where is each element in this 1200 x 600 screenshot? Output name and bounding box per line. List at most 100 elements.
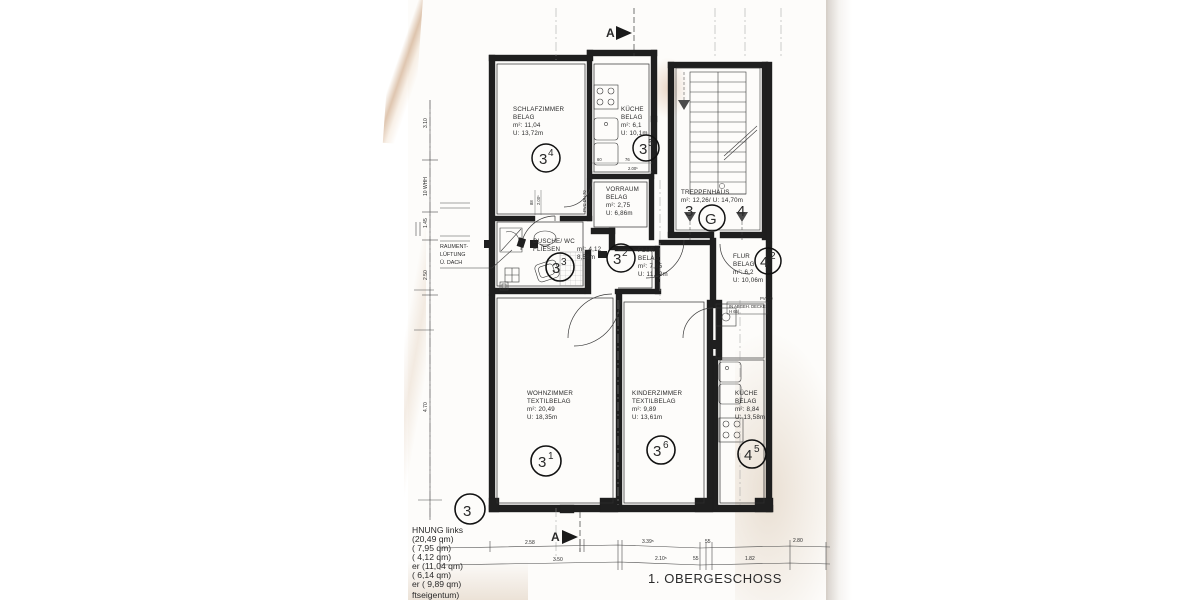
svg-text:1.45: 1.45 [423, 218, 429, 228]
svg-text:U: 13,72m: U: 13,72m [513, 130, 543, 137]
room-label-kinderzimmer: KINDERZIMMER TEXTILBELAG m²: 9,89 U: 13,… [632, 390, 683, 421]
svg-text:3: 3 [463, 503, 471, 520]
svg-text:m²: 11,04: m²: 11,04 [513, 122, 541, 129]
dimension-interior [534, 162, 652, 215]
svg-text:m²: 7,95: m²: 7,95 [638, 263, 663, 270]
svg-text:m²: 9,89: m²: 9,89 [632, 406, 657, 413]
svg-text:KÜCHE: KÜCHE [621, 106, 644, 113]
room-label-kueche-upper: KÜCHE BELAG m²: 6,1 U: 10,1m [621, 106, 648, 137]
svg-text:LÜFTUNG: LÜFTUNG [440, 251, 465, 258]
room-tag-3-4: 3 4 [531, 143, 561, 173]
svg-text:KINDERZIMMER: KINDERZIMMER [632, 390, 683, 397]
svg-text:BELAG: BELAG [735, 398, 757, 405]
svg-text:1: 1 [548, 451, 554, 462]
dimension-chain-left [414, 100, 470, 520]
stairwell-tag-g: G [698, 204, 726, 232]
svg-text:m²: 12,26/ U: 14,70m: m²: 12,26/ U: 14,70m [681, 197, 743, 204]
svg-text:4: 4 [760, 254, 768, 271]
svg-text:er ( 9,89 qm): er ( 9,89 qm) [412, 579, 461, 589]
svg-text:( 7,95 qm): ( 7,95 qm) [412, 543, 451, 553]
svg-text:SCHLAFZIMMER: SCHLAFZIMMER [513, 106, 565, 113]
note-pvc-riser: PVC DN 70 [582, 190, 587, 212]
svg-text:m²: 6,2: m²: 6,2 [733, 269, 754, 276]
svg-text:3: 3 [538, 454, 546, 471]
svg-text:TEXTILBELAG: TEXTILBELAG [632, 398, 676, 405]
svg-text:2.10⁵: 2.10⁵ [655, 556, 667, 562]
room-tag-4-2: 4 2 [754, 247, 782, 275]
svg-text:m²: 2,75: m²: 2,75 [606, 202, 631, 209]
svg-text:60: 60 [597, 157, 602, 162]
svg-text:2.50: 2.50 [423, 270, 429, 280]
svg-text:BELAG: BELAG [606, 194, 628, 201]
room-tag-3-6: 3 6 [646, 435, 676, 465]
svg-text:5: 5 [754, 444, 760, 455]
door-leaf-marks [484, 237, 717, 349]
svg-text:2.00⁵: 2.00⁵ [536, 195, 541, 205]
svg-text:U: 10,1m: U: 10,1m [621, 130, 648, 137]
room-label-flur-4-2: FLUR BELAG m²: 6,2 U: 10,06m [733, 253, 763, 284]
room-label-dusche-wc: DUSCHE/ WC FLIESEN m²: 4,12 8,56m [533, 238, 602, 261]
dimension-text-bottom: 2.58 3.39⁵ 55 2.80 3.50 2.10⁵ 55 1.82 [525, 538, 803, 563]
svg-text:U: 13,58m: U: 13,58m [735, 414, 765, 421]
kitchen-lower-fixtures [715, 307, 744, 443]
room-label-kueche-lower: KÜCHE BELAG m²: 8,84 U: 13,58m [735, 390, 765, 421]
room-tag-3-1: 3 1 [530, 445, 562, 477]
svg-text:3: 3 [561, 257, 567, 268]
svg-text:U: 18,35m: U: 18,35m [527, 414, 557, 421]
dimension-interior-text: 60 76 2.00⁵ 2.00⁵ 88 [529, 157, 638, 205]
svg-text:WOHNZIMMER: WOHNZIMMER [527, 390, 573, 397]
room-tag-3-5: 3 5 [632, 134, 660, 162]
kitchen-upper-fixtures [593, 84, 619, 166]
svg-text:2.58: 2.58 [525, 540, 535, 546]
svg-text:3.10: 3.10 [423, 118, 429, 128]
svg-text:er (11,04 qm): er (11,04 qm) [412, 561, 463, 571]
stair-arrow-stems [683, 72, 743, 240]
room-tag-3-2: 3 2 [606, 243, 636, 273]
legend-tag-3: 3 [454, 493, 486, 525]
svg-text:A: A [551, 530, 560, 544]
room-label-vorraum: VORRAUM BELAG m²: 2,75 U: 6,86m [606, 186, 639, 217]
svg-text:76: 76 [625, 157, 630, 162]
svg-text:FLUR: FLUR [638, 247, 655, 254]
svg-text:A: A [606, 26, 615, 40]
dimension-chain-bottom [439, 539, 831, 570]
svg-text:BELAG: BELAG [638, 255, 660, 262]
svg-text:m²: 4,12: m²: 4,12 [577, 246, 602, 253]
svg-text:BELAG: BELAG [621, 114, 643, 121]
svg-text:4: 4 [548, 148, 554, 159]
scan-smudge-bottom-left [408, 560, 528, 600]
room-tag-4-5: 4 5 [737, 439, 767, 469]
svg-text:3: 3 [539, 151, 547, 168]
stairwell-graphic [675, 67, 761, 231]
legend-area-list: HNUNG links (20,49 qm) ( 7,95 qm) ( 4,12… [412, 525, 463, 600]
room-label-wohnzimmer: WOHNZIMMER TEXTILBELAG m²: 20,49 U: 18,3… [527, 390, 573, 421]
room-label-schlafzimmer: SCHLAFZIMMER BELAG m²: 11,04 U: 13,72m [513, 106, 565, 137]
room-label-flur-3-2: FLUR BELAG m²: 7,95 U: 11,12m [638, 247, 668, 278]
wall-structure [488, 49, 774, 514]
svg-text:( 6,14 qm): ( 6,14 qm) [412, 570, 451, 580]
svg-text:3: 3 [552, 260, 560, 277]
svg-text:U: 6,86m: U: 6,86m [606, 210, 633, 217]
svg-text:VORRAUM: VORRAUM [606, 186, 639, 193]
svg-text:U: 10,06m: U: 10,06m [733, 277, 763, 284]
svg-text:6: 6 [663, 440, 669, 451]
centerlines [429, 8, 782, 560]
svg-text:BELAG: BELAG [513, 114, 535, 121]
svg-text:FLIESEN: FLIESEN [533, 246, 560, 253]
plan-title: 1. OBERGESCHOSS [648, 571, 782, 586]
svg-text:BELAG: BELAG [733, 261, 755, 268]
svg-text:3: 3 [653, 443, 661, 460]
svg-text:m²: 20,49: m²: 20,49 [527, 406, 555, 413]
svg-text:HNUNG links: HNUNG links [412, 525, 463, 535]
note-roof-vent: RAUMENT- LÜFTUNG Ü. DACH [440, 244, 513, 269]
svg-text:2.00⁵: 2.00⁵ [628, 166, 638, 171]
note-pvc-right: PVC D [760, 296, 773, 301]
svg-text:TEXTILBELAG: TEXTILBELAG [527, 398, 571, 405]
svg-text:H 65): H 65) [729, 309, 740, 314]
svg-text:4.70: 4.70 [423, 402, 429, 412]
svg-text:3.39⁵: 3.39⁵ [642, 539, 654, 545]
note-abgehaengte-decke: IN ABGEH. DECKE H 65) [726, 301, 768, 315]
svg-text:FLUR: FLUR [733, 253, 750, 260]
svg-text:55: 55 [705, 539, 711, 545]
